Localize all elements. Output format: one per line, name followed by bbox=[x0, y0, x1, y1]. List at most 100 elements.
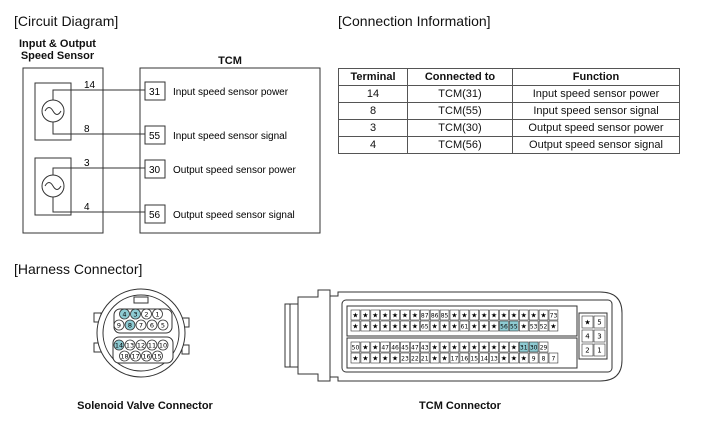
solenoid-pin-label: 2 bbox=[144, 311, 148, 319]
cell-connected-to: TCM(55) bbox=[407, 102, 513, 120]
tcm-pin bbox=[360, 320, 371, 332]
table-row: 14 TCM(31) Input speed sensor power bbox=[338, 85, 680, 103]
tcm-pin-label: ★ bbox=[521, 312, 527, 320]
tcm-pin bbox=[410, 341, 420, 353]
solenoid-pin-label: 10 bbox=[159, 342, 167, 350]
tcm-pin-label: ★ bbox=[471, 323, 477, 331]
header-function: Function bbox=[512, 68, 680, 86]
tcm-pin-number: 30 bbox=[149, 165, 161, 176]
solenoid-pin-label: 18 bbox=[120, 353, 128, 361]
tcm-pin-label: ★ bbox=[392, 323, 398, 331]
solenoid-pin bbox=[141, 308, 152, 320]
tcm-pin bbox=[459, 320, 470, 332]
tcm-pin bbox=[538, 341, 549, 353]
tcm-pin-box-1 bbox=[144, 125, 166, 145]
tcm-pin bbox=[410, 309, 420, 321]
tcm-pin bbox=[419, 309, 430, 321]
tcm-pin bbox=[548, 352, 559, 364]
tcm-pin-label: 65 bbox=[421, 324, 429, 331]
tcm-pin-label: ★ bbox=[451, 323, 457, 331]
tcm-pin bbox=[360, 309, 371, 321]
tcm-pin-label: ★ bbox=[402, 323, 408, 331]
tcm-pin-label: ★ bbox=[412, 312, 418, 320]
solenoid-pin-label: 13 bbox=[126, 342, 134, 350]
tcm-pin-label: ★ bbox=[461, 312, 467, 320]
solenoid-pin-label: 16 bbox=[142, 353, 150, 361]
tcm-pin bbox=[380, 341, 390, 353]
tcm-pin-label: ★ bbox=[382, 312, 388, 320]
tcm-pin bbox=[390, 352, 400, 364]
tcm-pin-label: ★ bbox=[441, 323, 447, 331]
wire-14-31 bbox=[52, 89, 145, 100]
tcm-side-pin-label: 2 bbox=[585, 347, 589, 355]
tcm-pin-label: ★ bbox=[511, 344, 517, 352]
tcm-pin bbox=[400, 352, 410, 364]
tcm-pin-label: ★ bbox=[550, 323, 556, 331]
cell-function: Input speed sensor signal bbox=[512, 102, 680, 120]
header-terminal: Terminal bbox=[338, 68, 408, 86]
tcm-pin-label: ★ bbox=[362, 344, 368, 352]
solenoid-pin bbox=[130, 350, 141, 362]
solenoid-pin bbox=[152, 308, 163, 320]
solenoid-pin bbox=[141, 350, 152, 362]
solenoid-pin bbox=[113, 339, 125, 351]
tcm-side-pin bbox=[593, 329, 606, 343]
tcm-box bbox=[139, 67, 321, 234]
tcm-pin-label: ★ bbox=[382, 355, 388, 363]
tcm-pin-label: 7 bbox=[552, 356, 556, 363]
tcm-pin-label: ★ bbox=[461, 344, 467, 352]
sensor-pin-label: 14 bbox=[84, 80, 96, 91]
harness-connector-title: [Harness Connector] bbox=[14, 261, 143, 277]
tcm-pin bbox=[419, 341, 430, 353]
tcm-pin-label: ★ bbox=[501, 344, 507, 352]
tcm-pin bbox=[380, 309, 390, 321]
tcm-pin-label: 14 bbox=[480, 356, 488, 363]
tcm-pin-label: 85 bbox=[441, 313, 449, 320]
tcm-pin bbox=[419, 352, 430, 364]
solenoid-pin bbox=[124, 319, 136, 331]
tcm-pin bbox=[548, 309, 559, 321]
tcm-pin-label: Input speed sensor power bbox=[173, 87, 289, 98]
tcm-pin-box-3 bbox=[144, 204, 166, 224]
tcm-pin-label: ★ bbox=[441, 344, 447, 352]
tcm-pin-label: ★ bbox=[501, 355, 507, 363]
tcm-pin bbox=[439, 352, 450, 364]
solenoid-pin-label: 4 bbox=[122, 311, 126, 319]
tcm-pin bbox=[479, 341, 489, 353]
tcm-pin bbox=[518, 352, 529, 364]
wire-4-56 bbox=[52, 197, 145, 213]
tcm-pin bbox=[390, 309, 400, 321]
tcm-pin bbox=[509, 341, 519, 353]
tcm-pin bbox=[469, 309, 479, 321]
tcm-side-pin bbox=[593, 315, 606, 329]
tcm-pin-label: ★ bbox=[481, 344, 487, 352]
tcm-pin-number: 31 bbox=[149, 87, 161, 98]
tcm-pin-label: ★ bbox=[491, 323, 497, 331]
sensor-pin-label: 3 bbox=[84, 158, 90, 169]
tcm-pin bbox=[429, 341, 440, 353]
tcm-pin bbox=[439, 309, 450, 321]
input-sensor-sine-icon bbox=[44, 107, 62, 115]
tcm-pin-label: ★ bbox=[521, 323, 527, 331]
tcm-pin-label: 9 bbox=[532, 356, 536, 363]
tcm-pin-label: ★ bbox=[412, 323, 418, 331]
tcm-pin-label: 73 bbox=[550, 313, 558, 320]
tcm-pin-label: 47 bbox=[411, 345, 419, 352]
cell-terminal: 14 bbox=[338, 85, 408, 103]
header-connected-to: Connected to bbox=[407, 68, 513, 86]
circuit-diagram-title: [Circuit Diagram] bbox=[14, 13, 119, 29]
tcm-pin-label: ★ bbox=[491, 312, 497, 320]
tcm-side-pin-label: 3 bbox=[597, 333, 601, 341]
tcm-pin-label: 13 bbox=[490, 356, 498, 363]
tcm-pin-label: 56 bbox=[500, 324, 508, 331]
tcm-pin bbox=[380, 320, 390, 332]
tcm-pin bbox=[548, 320, 559, 332]
tcm-side-pin bbox=[581, 315, 594, 329]
tcm-pin bbox=[489, 320, 499, 332]
solenoid-pin-label: 7 bbox=[139, 322, 143, 330]
tcm-pin-label: ★ bbox=[441, 355, 447, 363]
tcm-pin bbox=[449, 309, 460, 321]
tcm-pin-label: ★ bbox=[451, 312, 457, 320]
tcm-connector-caption: TCM Connector bbox=[419, 400, 501, 412]
tcm-pin-label: ★ bbox=[362, 355, 368, 363]
